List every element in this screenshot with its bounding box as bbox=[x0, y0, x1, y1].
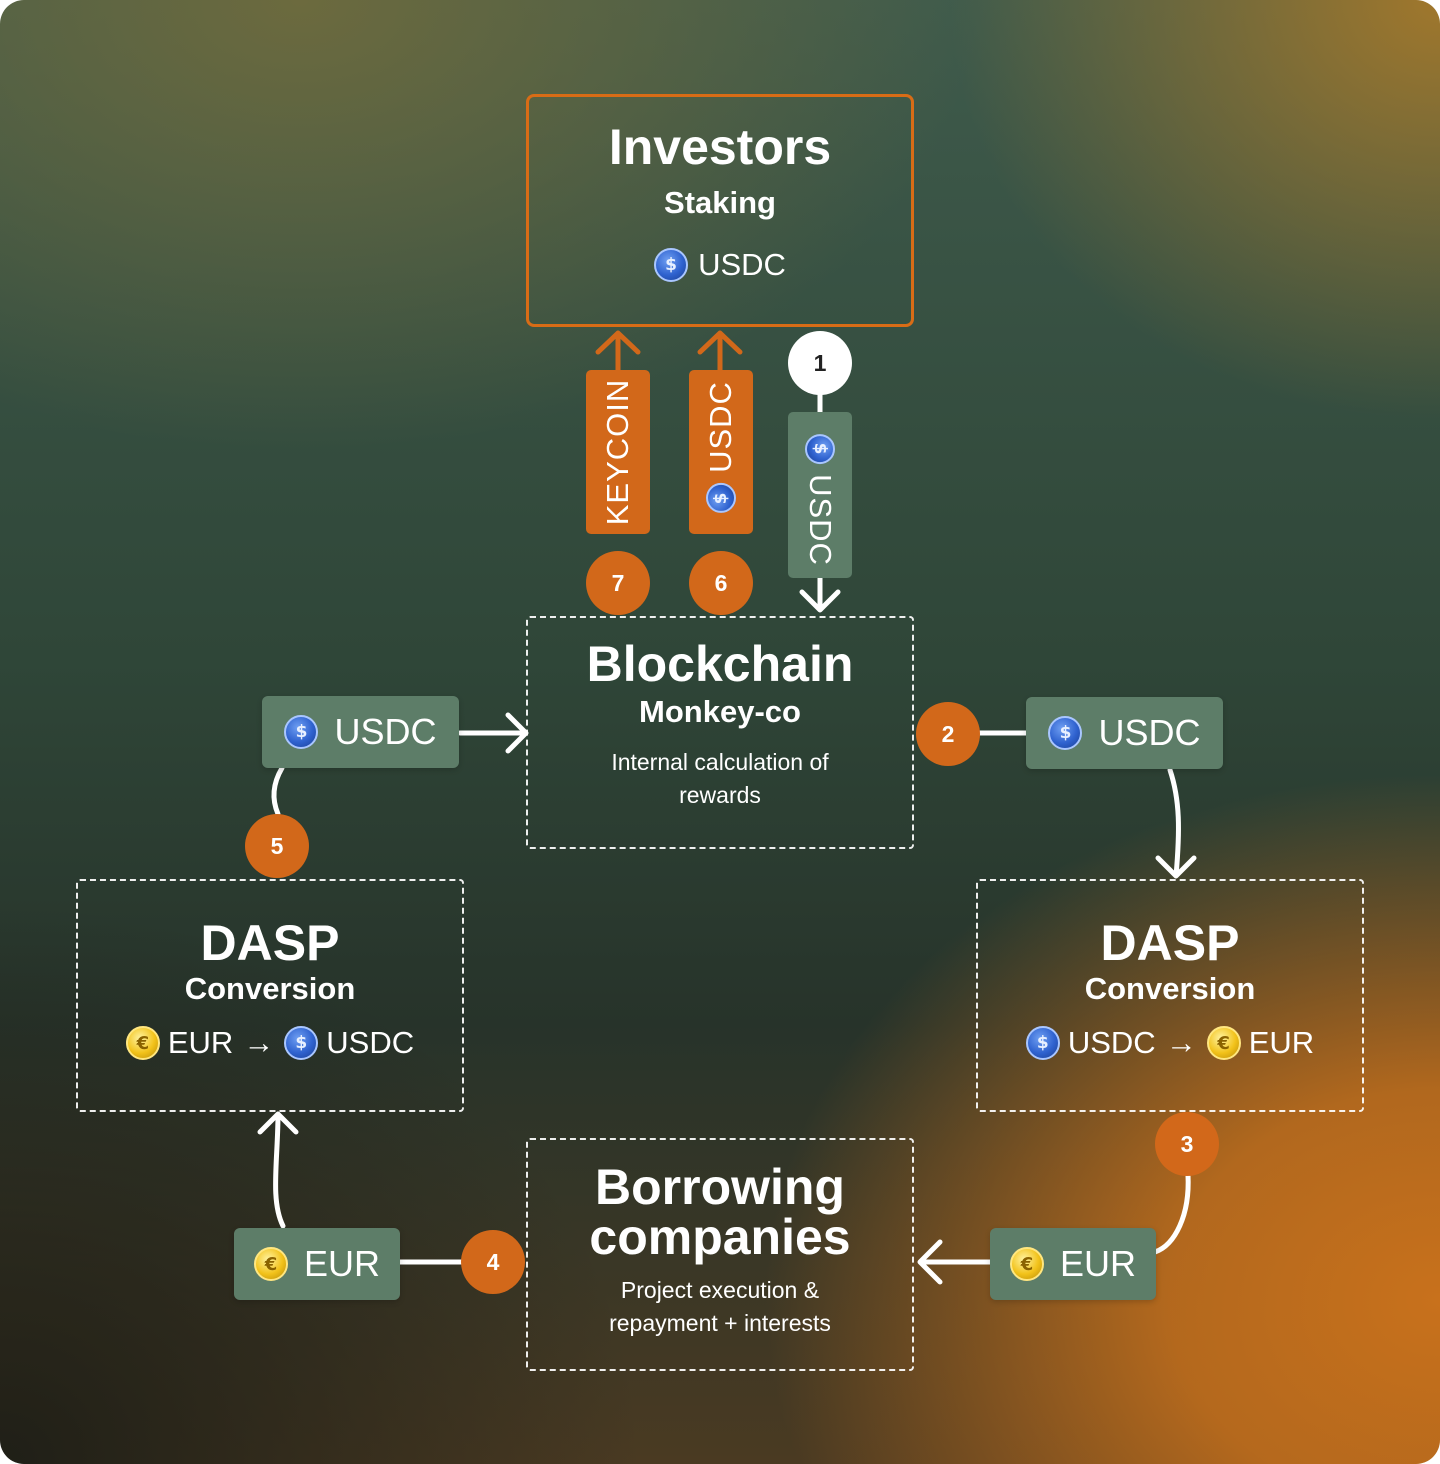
borrowing-box: Borrowing companies Project execution & … bbox=[526, 1138, 914, 1371]
step-badge-1: 1 bbox=[788, 331, 852, 395]
pill-usdc-up: USDC bbox=[689, 370, 753, 534]
dasp-right-box: DASP Conversion USDC → EUR bbox=[976, 879, 1364, 1112]
step-badge-6: 6 bbox=[689, 551, 753, 615]
pill-right-usdc-label: USDC bbox=[1098, 712, 1201, 753]
pill-left-eur-label: EUR bbox=[303, 1243, 380, 1284]
dasp-left-box: DASP Conversion EUR → USDC bbox=[76, 879, 464, 1112]
investors-box: Investors Staking USDC bbox=[526, 94, 914, 327]
usdc-coin-icon bbox=[706, 482, 736, 513]
borrowing-note: Project execution & repayment + interest… bbox=[609, 1277, 831, 1336]
pill-right-usdc: USDC bbox=[1026, 697, 1223, 769]
dasp-right-to: EUR bbox=[1248, 1025, 1315, 1060]
dasp-left-to: USDC bbox=[326, 1025, 415, 1060]
pill-left-usdc: USDC bbox=[262, 696, 459, 768]
connector-step1-arrow bbox=[799, 572, 841, 613]
investors-subtitle: Staking bbox=[664, 185, 776, 220]
pill-keycoin-label: KEYCOIN bbox=[600, 378, 635, 526]
connector-step3 bbox=[1152, 1172, 1191, 1255]
blockchain-title: Blockchain bbox=[586, 636, 854, 692]
pill-usdc-down-label: USDC bbox=[803, 474, 838, 566]
usdc-coin-icon bbox=[654, 248, 689, 282]
usdc-coin-icon bbox=[1025, 1026, 1060, 1060]
pill-keycoin: KEYCOIN bbox=[586, 370, 650, 534]
blockchain-subtitle: Monkey-co bbox=[639, 694, 801, 729]
investors-currency-label: USDC bbox=[698, 247, 786, 282]
dasp-right-conversion: USDC → EUR bbox=[1025, 1025, 1315, 1061]
usdc-coin-icon bbox=[805, 434, 835, 465]
connector-step6-arrow bbox=[697, 330, 743, 375]
step-badge-3: 3 bbox=[1155, 1112, 1219, 1176]
connector-eur-to-dasp-left bbox=[257, 1111, 299, 1229]
dasp-right-subtitle: Conversion bbox=[1084, 971, 1256, 1006]
step-badge-7: 7 bbox=[586, 551, 650, 615]
pill-left-usdc-label: USDC bbox=[334, 711, 437, 752]
dasp-left-title: DASP bbox=[200, 915, 340, 971]
pill-right-eur-label: EUR bbox=[1059, 1243, 1136, 1284]
investors-currency: USDC bbox=[654, 247, 786, 283]
connector-eur-to-borrowing bbox=[917, 1239, 993, 1285]
dasp-right-from: USDC bbox=[1067, 1025, 1156, 1060]
pill-right-eur: EUR bbox=[990, 1228, 1156, 1300]
dasp-left-from: EUR bbox=[167, 1025, 234, 1060]
usdc-coin-icon bbox=[284, 715, 319, 749]
eur-coin-icon bbox=[1206, 1026, 1241, 1060]
pill-usdc-up-label: USDC bbox=[703, 381, 738, 473]
eur-coin-icon bbox=[1009, 1247, 1044, 1281]
pill-left-eur: EUR bbox=[234, 1228, 400, 1300]
blockchain-note: Internal calculation of rewards bbox=[611, 749, 829, 808]
conversion-arrow-icon: → bbox=[1165, 1025, 1197, 1060]
connector-step5 bbox=[271, 765, 285, 817]
dasp-left-conversion: EUR → USDC bbox=[125, 1025, 415, 1061]
blockchain-box: Blockchain Monkey-co Internal calculatio… bbox=[526, 616, 914, 849]
connector-step7-arrow bbox=[595, 330, 641, 375]
dasp-left-subtitle: Conversion bbox=[184, 971, 356, 1006]
usdc-coin-icon bbox=[284, 1026, 319, 1060]
step-badge-2: 2 bbox=[916, 702, 980, 766]
step-badge-4: 4 bbox=[461, 1230, 525, 1294]
pill-usdc-down: USDC bbox=[788, 412, 852, 578]
connector-usdc-to-dasp-right bbox=[1155, 767, 1197, 879]
step-badge-5: 5 bbox=[245, 814, 309, 878]
dasp-right-title: DASP bbox=[1100, 915, 1240, 971]
borrowing-title: Borrowing companies bbox=[589, 1159, 851, 1265]
usdc-coin-icon bbox=[1048, 716, 1083, 750]
eur-coin-icon bbox=[253, 1247, 288, 1281]
connector-usdc-to-blockchain bbox=[457, 712, 529, 754]
conversion-arrow-icon: → bbox=[243, 1025, 275, 1060]
investors-title: Investors bbox=[608, 119, 832, 175]
eur-coin-icon bbox=[125, 1026, 160, 1060]
